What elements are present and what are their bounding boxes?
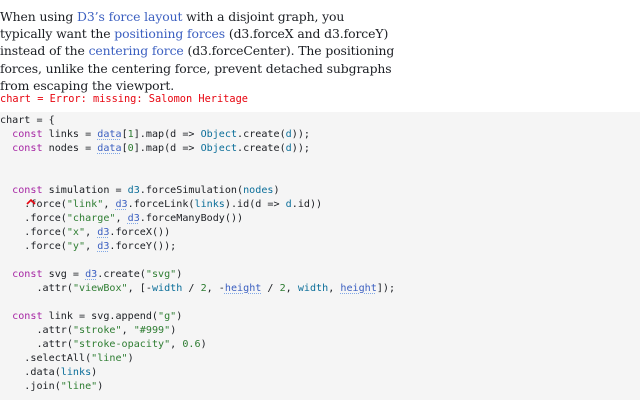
code-line: const link = svg.append("g")	[12, 311, 183, 322]
error-caret-icon	[26, 199, 36, 205]
intro-paragraph: When using D3’s force layout with a disj…	[0, 8, 400, 94]
centering-force-link[interactable]: centering force	[88, 43, 184, 59]
code-line: const nodes = data[0].map(d => Object.cr…	[12, 143, 310, 154]
code-line	[0, 254, 640, 268]
code-line: const links = data[1].map(d => Object.cr…	[12, 129, 310, 140]
code-line: const simulation = d3.forceSimulation(no…	[12, 185, 280, 196]
code-line: .selectAll("line")	[0, 353, 134, 364]
prose-text: When using	[0, 9, 78, 24]
code-line: .force("charge", d3.forceManyBody())	[0, 213, 244, 224]
code-line	[0, 296, 640, 310]
code-line: .join("line")	[0, 381, 104, 392]
code-editor[interactable]: chart = { const links = data[1].map(d =>…	[0, 112, 640, 400]
code-line: .force("x", d3.forceX())	[0, 227, 171, 238]
positioning-forces-link[interactable]: positioning forces	[114, 26, 226, 42]
prose-text: (d3.forceCenter). The positioning forces…	[0, 43, 395, 93]
code-line: .attr("stroke", "#999")	[0, 325, 177, 336]
code-line: .attr("stroke-opacity", 0.6)	[0, 339, 207, 350]
code-line	[0, 156, 640, 170]
prose-text: (d3.forceX and d3.forceY) instead of the	[0, 26, 389, 59]
force-layout-link[interactable]: D3’s force layout	[77, 9, 183, 24]
code-line: const svg = d3.create("svg")	[12, 269, 183, 280]
code-line: chart = {	[0, 115, 55, 126]
code-line: .force("y", d3.forceY());	[0, 241, 177, 252]
error-output: chart = Error: missing: Salomon Heritage	[0, 93, 248, 105]
code-line: .attr("viewBox", [-width / 2, -height / …	[0, 283, 396, 294]
prose-text: with a disjoint graph, you typically wan…	[0, 9, 345, 42]
code-line: .data(links)	[0, 367, 98, 378]
code-line	[0, 170, 640, 184]
code-line: .force("link", d3.forceLink(links).id(d …	[0, 199, 323, 210]
